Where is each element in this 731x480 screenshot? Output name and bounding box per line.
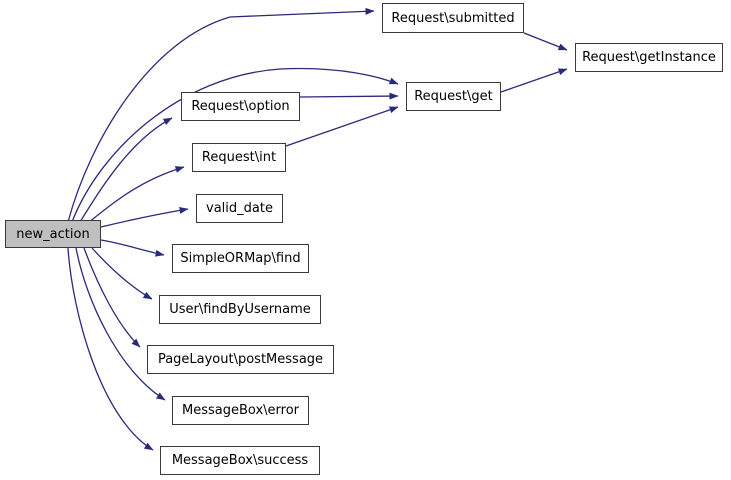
- node-messagebox_success[interactable]: MessageBox\success: [160, 446, 320, 475]
- node-simpleormap_find[interactable]: SimpleORMap\find: [172, 244, 309, 273]
- node-label-simpleormap_find: SimpleORMap\find: [180, 251, 301, 266]
- node-label-user_findbyusername: User\findByUsername: [169, 302, 311, 317]
- node-label-messagebox_success: MessageBox\success: [171, 453, 309, 468]
- node-label-messagebox_error: MessageBox\error: [182, 403, 299, 418]
- edge-request_submitted-to-request_getinstance: [523, 32, 568, 51]
- node-label-valid_date: valid_date: [206, 201, 273, 216]
- node-label-request_option: Request\option: [191, 99, 290, 114]
- node-label-request_get: Request\get: [414, 89, 493, 104]
- node-request_submitted[interactable]: Request\submitted: [382, 3, 524, 33]
- node-label-request_int: Request\int: [201, 150, 277, 165]
- edge-new_action-to-simpleormap_find: [100, 239, 165, 257]
- node-pagelayout_postmessage[interactable]: PageLayout\postMessage: [147, 345, 334, 374]
- node-new_action[interactable]: new_action: [5, 220, 101, 248]
- node-request_getinstance[interactable]: Request\getInstance: [575, 43, 723, 72]
- node-label-new_action: new_action: [16, 226, 90, 242]
- edge-new_action-to-request_option: [79, 117, 173, 223]
- edge-new_action-to-user_findbyusername: [91, 247, 153, 300]
- node-user_findbyusername[interactable]: User\findByUsername: [159, 295, 321, 324]
- edge-new_action-to-messagebox_success: [67, 247, 154, 451]
- node-request_get[interactable]: Request\get: [406, 82, 501, 111]
- edge-new_action-to-valid_date: [100, 206, 189, 228]
- edge-new_action-to-messagebox_error: [75, 247, 166, 401]
- edge-request_get-to-request_getinstance: [500, 68, 568, 93]
- node-label-pagelayout_postmessage: PageLayout\postMessage: [157, 352, 324, 367]
- node-label-request_submitted: Request\submitted: [391, 10, 515, 26]
- edge-request_int-to-request_get: [285, 106, 399, 147]
- edge-new_action-to-pagelayout_postmessage: [83, 247, 141, 348]
- edge-new_action-to-request_get: [71, 67, 399, 223]
- node-label-request_getinstance: Request\getInstance: [582, 50, 716, 65]
- node-request_int[interactable]: Request\int: [192, 143, 286, 172]
- edge-new_action-to-request_submitted: [67, 7, 375, 223]
- edge-request_option-to-request_get: [299, 92, 399, 100]
- node-valid_date[interactable]: valid_date: [196, 194, 283, 223]
- node-request_option[interactable]: Request\option: [181, 92, 300, 121]
- node-messagebox_error[interactable]: MessageBox\error: [172, 396, 309, 425]
- edge-new_action-to-request_int: [87, 166, 185, 224]
- edges-group: [67, 7, 568, 451]
